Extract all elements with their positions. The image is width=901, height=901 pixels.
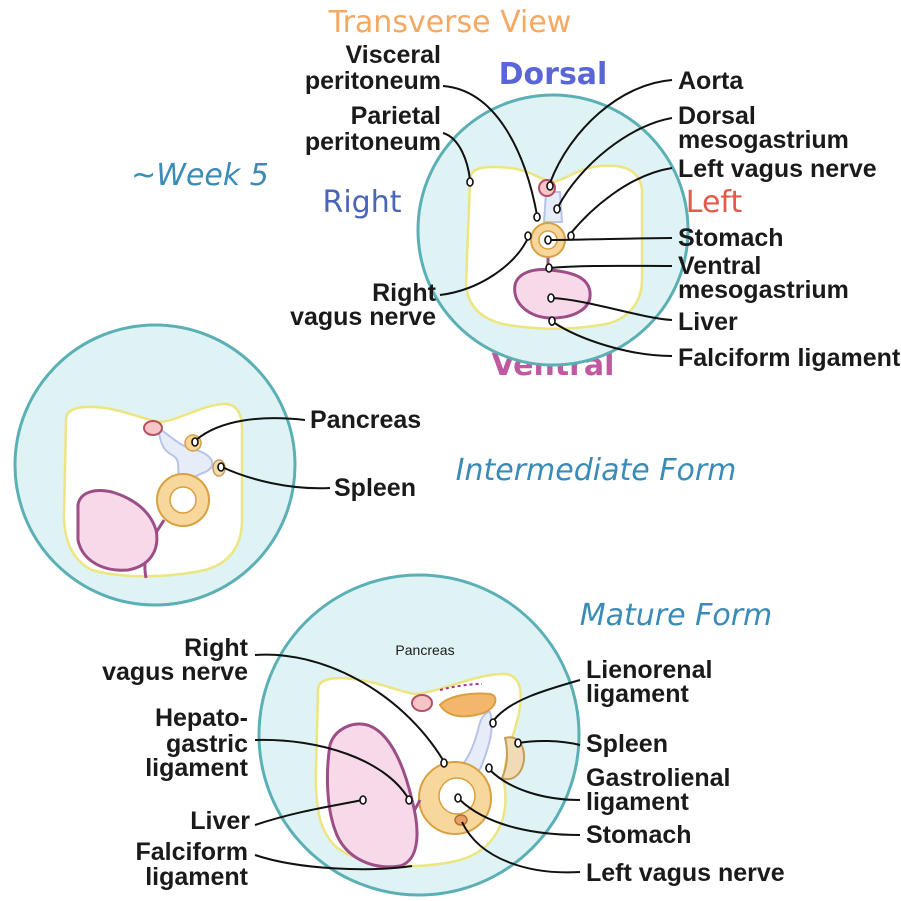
leader-mature-hepatogastric: [254, 738, 409, 799]
pin-dorsal-mesogastrium: [553, 204, 561, 214]
pin-mature-lienorenal: [489, 718, 497, 728]
label-right-vagus-nerve-1: Right: [372, 279, 437, 307]
label-left-vagus-nerve: Left vagus nerve: [678, 155, 877, 183]
leader-left-vagus-nerve: [570, 167, 673, 234]
mature-aorta: [411, 694, 433, 712]
stage-title-mature: Mature Form: [580, 598, 773, 633]
label-dorsal-mesogastrium-1: Dorsal: [678, 102, 756, 130]
pin-stomach: [544, 235, 552, 245]
orientation-dorsal: Dorsal: [499, 57, 608, 92]
leader-intermediate-pancreas: [195, 417, 306, 441]
label-mature-liver: Liver: [190, 807, 250, 835]
mature-liver: [325, 722, 419, 869]
label-mature-hepatogastric-2: gastric: [166, 730, 248, 758]
leader-parietal-peritoneum: [442, 132, 471, 181]
diagram-title: Transverse View: [328, 5, 572, 40]
pin-ventral-mesogastrium: [545, 263, 553, 273]
leader-mature-spleen: [518, 739, 581, 746]
intermediate-leaders: [191, 417, 331, 490]
label-mature-hepatogastric-1: Hepato-: [155, 704, 248, 732]
leader-dorsal-mesogastrium: [557, 117, 673, 208]
pin-right-vagus-nerve: [524, 231, 532, 241]
orientation-right: Right: [323, 185, 402, 220]
label-falciform-ligament: Falciform ligament: [678, 344, 901, 372]
week5-labels: Visceral peritoneum Parietal peritoneum …: [290, 41, 901, 372]
leader-mature-gastrolienal: [489, 769, 581, 801]
mature-pancreas: [438, 692, 497, 718]
pin-mature-stomach: [454, 793, 462, 803]
label-mature-lienorenal-1: Lienorenal: [586, 656, 712, 684]
pin-intermediate-pancreas: [191, 437, 199, 447]
pin-liver: [547, 293, 555, 303]
leader-mature-lienorenal: [493, 679, 581, 721]
leader-mature-stomach: [459, 799, 581, 836]
leader-mature-falciform: [254, 854, 413, 871]
mature-left-vagus-nerve: [454, 814, 468, 826]
label-intermediate-spleen: Spleen: [334, 474, 416, 502]
intermediate-section: [13, 323, 297, 607]
pin-aorta: [546, 181, 554, 191]
pin-mature-right-vagus: [440, 758, 448, 768]
week5-dorsal-mesogastrium: [542, 191, 564, 223]
intermediate-liver: [76, 489, 159, 572]
label-mature-stomach: Stomach: [586, 821, 692, 849]
label-right-vagus-nerve-2: vagus nerve: [290, 303, 436, 331]
leader-mature-right-vagus: [254, 653, 444, 761]
pin-mature-hepatogastric: [405, 795, 413, 805]
label-mature-hepatogastric-3: ligament: [145, 754, 248, 782]
mature-leaders: [254, 653, 581, 874]
pin-mature-gastrolienal: [485, 763, 493, 773]
label-mature-right-vagus-1: Right: [184, 634, 249, 662]
label-visceral-peritoneum-2: peritoneum: [305, 67, 441, 95]
label-mature-gastrolienal-1: Gastrolienal: [586, 764, 731, 792]
label-mature-falciform-2: ligament: [145, 863, 248, 891]
intermediate-stomach-lumen: [169, 486, 197, 514]
leader-visceral-peritoneum: [442, 85, 538, 216]
stage-title-week5: ~Week 5: [131, 158, 269, 193]
pin-mature-liver: [359, 795, 367, 805]
label-mature-spleen: Spleen: [586, 730, 668, 758]
label-mature-right-vagus-2: vagus nerve: [102, 658, 248, 686]
leader-right-vagus-nerve: [439, 237, 529, 296]
label-dorsal-mesogastrium-2: mesogastrium: [678, 126, 849, 154]
label-visceral-peritoneum-1: Visceral: [346, 41, 441, 69]
leader-intermediate-spleen: [221, 466, 331, 490]
pin-falciform-ligament: [548, 316, 556, 326]
label-liver: Liver: [678, 308, 738, 336]
leader-ventral-mesogastrium: [549, 264, 673, 269]
week5-section: [416, 93, 690, 367]
leader-liver: [551, 297, 673, 321]
pin-intermediate-spleen: [217, 462, 225, 472]
label-mature-falciform-1: Falciform: [135, 838, 248, 866]
leader-mature-liver: [254, 799, 363, 826]
week5-leaders: [439, 79, 673, 357]
leader-falciform-ligament: [552, 321, 673, 357]
leader-aorta: [549, 79, 673, 184]
label-mature-gastrolienal-2: ligament: [586, 788, 689, 816]
mature-section: [257, 573, 581, 897]
label-aorta: Aorta: [678, 67, 744, 95]
mature-labels: Pancreas Right vagus nerve Hepato- gastr…: [102, 634, 785, 891]
label-stomach: Stomach: [678, 224, 784, 252]
label-intermediate-pancreas: Pancreas: [310, 406, 421, 434]
label-ventral-mesogastrium-2: mesogastrium: [678, 276, 849, 304]
stage-title-intermediate: Intermediate Form: [456, 453, 737, 488]
label-parietal-peritoneum-2: peritoneum: [305, 128, 441, 156]
label-parietal-peritoneum-1: Parietal: [351, 102, 441, 130]
pin-parietal-peritoneum: [466, 177, 474, 187]
label-ventral-mesogastrium-1: Ventral: [678, 252, 761, 280]
pin-visceral-peritoneum: [533, 212, 541, 222]
intermediate-aorta: [143, 420, 163, 436]
label-mature-pancreas: Pancreas: [395, 642, 454, 658]
orientation-left: Left: [686, 185, 743, 220]
pin-mature-spleen: [514, 738, 522, 748]
label-mature-left-vagus: Left vagus nerve: [586, 859, 785, 887]
leader-stomach: [548, 237, 673, 241]
label-mature-lienorenal-2: ligament: [586, 680, 689, 708]
leader-mature-left-vagus: [461, 821, 581, 874]
